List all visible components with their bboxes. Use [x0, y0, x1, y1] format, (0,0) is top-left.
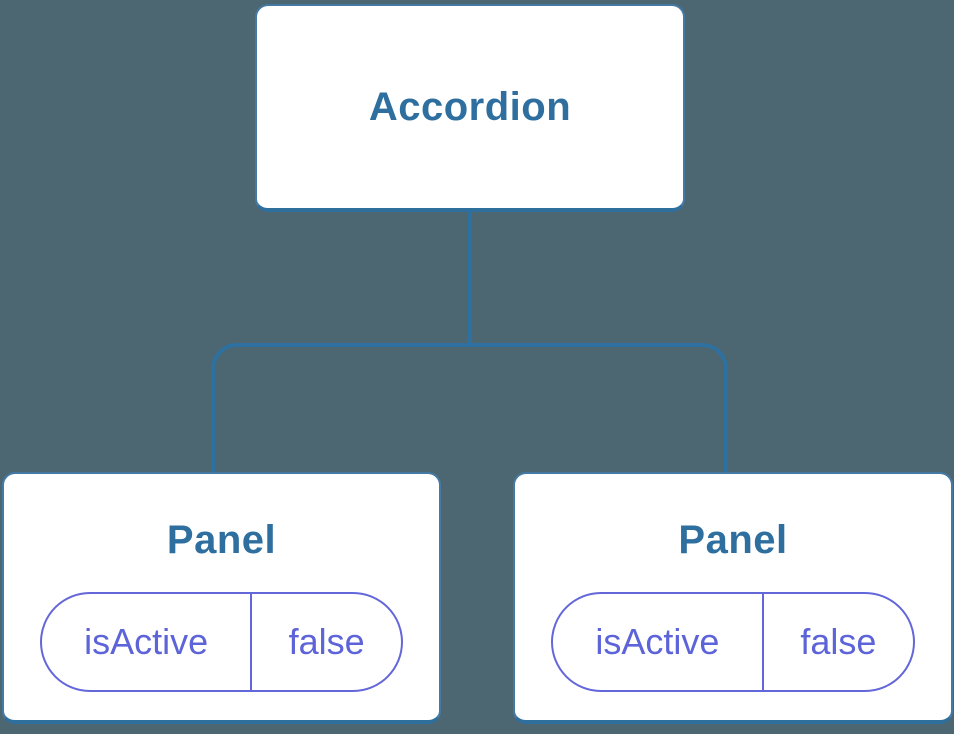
state-key: isActive: [595, 621, 720, 662]
panel-node-right: Panel isActive false: [513, 472, 953, 724]
state-value: false: [250, 594, 401, 690]
tree-connector-stem: [468, 211, 472, 347]
state-pill: isActive false: [40, 592, 403, 692]
tree-connector-bracket: [211, 343, 728, 472]
panel-node-label: Panel: [678, 518, 788, 562]
accordion-node-label: Accordion: [368, 84, 572, 129]
state-key: isActive: [84, 621, 209, 662]
panel-node-left: Panel isActive false: [2, 472, 441, 724]
state-pill: isActive false: [551, 592, 915, 692]
panel-node-label: Panel: [166, 518, 277, 562]
state-value: false: [761, 594, 913, 690]
accordion-node: Accordion: [255, 4, 685, 212]
